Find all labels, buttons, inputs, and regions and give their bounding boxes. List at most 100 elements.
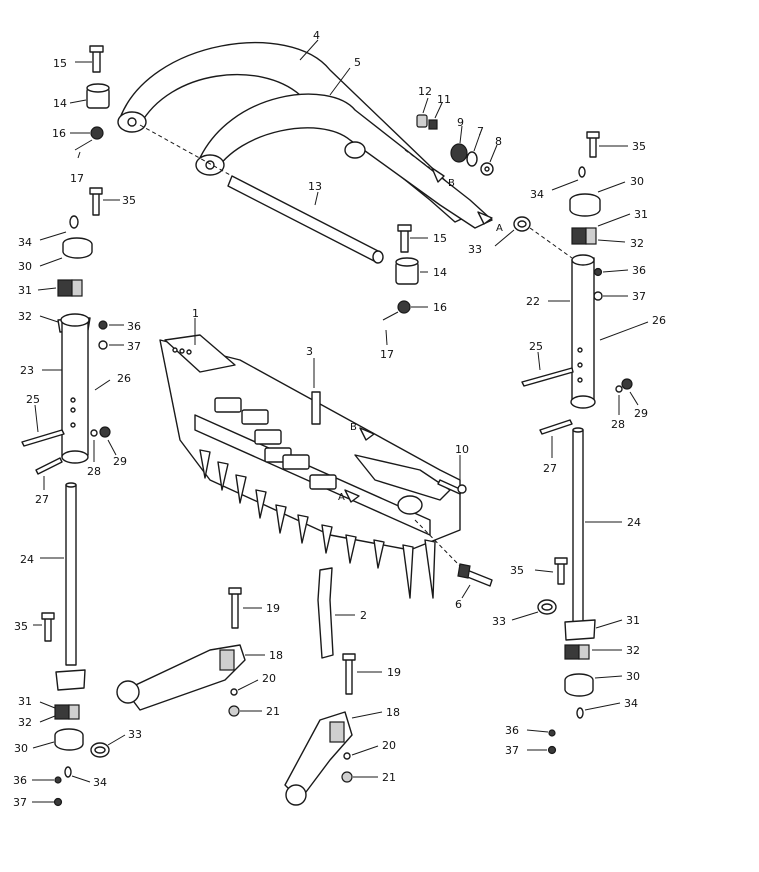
pin-26-left	[94, 379, 111, 391]
callout-9: 9	[457, 116, 464, 129]
marker-b-frame: B	[350, 422, 357, 433]
callout-25: 25	[529, 340, 543, 353]
ring-33-lower-left	[90, 734, 126, 758]
bolt-25-right	[521, 351, 574, 387]
callout-19: 19	[266, 602, 280, 615]
bracket-32-lower-left	[39, 701, 80, 723]
callout-labels: 4 5 15 14 16 17 12 11 9 7 8 13 35 34 30 …	[13, 29, 666, 809]
callout-27: 27	[35, 493, 49, 506]
callout-34: 34	[93, 776, 107, 789]
callout-25: 25	[26, 393, 40, 406]
pin-17-left	[74, 139, 93, 159]
nut-37-upper-right	[593, 291, 628, 301]
bearing-9	[450, 125, 468, 163]
callout-32: 32	[626, 644, 640, 657]
callout-37: 37	[13, 796, 27, 809]
callout-21: 21	[266, 705, 280, 718]
bracket-32-upper-right	[597, 239, 626, 243]
nut-29-right	[621, 378, 639, 406]
callout-2: 2	[360, 609, 367, 622]
callout-20: 20	[382, 739, 396, 752]
spring-31-upper-right	[571, 213, 631, 245]
callout-34: 34	[624, 697, 638, 710]
tube-24-right	[572, 427, 622, 631]
pin-26-right	[599, 321, 649, 341]
grease-34-upper-right	[551, 166, 586, 191]
callout-35: 35	[632, 140, 646, 153]
bolt-6	[414, 519, 493, 599]
bolt-19-left	[228, 587, 262, 629]
callout-35: 35	[14, 620, 28, 633]
callout-5: 5	[354, 56, 361, 69]
callout-20: 20	[262, 672, 276, 685]
callout-36: 36	[13, 774, 27, 787]
callout-33: 33	[468, 243, 482, 256]
callout-23: 23	[20, 364, 34, 377]
callout-36: 36	[505, 724, 519, 737]
washer-28-left	[90, 429, 98, 462]
nut-37-lower-left	[32, 797, 63, 807]
nut-16-center	[397, 300, 428, 314]
callout-4: 4	[313, 29, 320, 42]
callout-18: 18	[386, 706, 400, 719]
callout-34: 34	[18, 236, 32, 249]
callout-28: 28	[87, 465, 101, 478]
bracket-32-lower-right	[564, 644, 622, 660]
callout-22: 22	[526, 295, 540, 308]
washer-28-right	[615, 385, 623, 415]
bolt-27-left	[35, 457, 63, 490]
callout-34: 34	[530, 188, 544, 201]
nut-21-right	[341, 771, 378, 783]
callout-16: 16	[52, 127, 66, 140]
washer-8	[480, 144, 498, 176]
nut-37-lower-right	[527, 745, 557, 755]
nut-29-left	[99, 426, 117, 456]
callout-26: 26	[117, 372, 131, 385]
callout-35: 35	[510, 564, 524, 577]
callout-37: 37	[632, 290, 646, 303]
bracket-lower-right	[564, 619, 623, 641]
callout-18: 18	[269, 649, 283, 662]
callout-19: 19	[387, 666, 401, 679]
tine-2	[317, 567, 355, 659]
callout-14: 14	[433, 266, 447, 279]
washer-36-lower-right	[526, 729, 556, 737]
clamp-30-upper-left	[39, 237, 93, 267]
callout-28: 28	[611, 418, 625, 431]
nut-21-left	[228, 705, 262, 717]
bolt-19-right	[342, 653, 382, 695]
callout-30: 30	[14, 742, 28, 755]
callout-30: 30	[630, 175, 644, 188]
callout-24: 24	[20, 553, 34, 566]
callout-31: 31	[626, 614, 640, 627]
alignment-markers: B A B A	[338, 178, 503, 503]
callout-29: 29	[634, 407, 648, 420]
arm-frame-5	[195, 67, 493, 229]
callout-3: 3	[306, 345, 313, 358]
spring-31-upper-left	[37, 279, 83, 297]
ring-33-upper-right	[494, 216, 573, 259]
callout-31: 31	[18, 284, 32, 297]
callout-29: 29	[113, 455, 127, 468]
tine-mounts-1	[214, 397, 337, 490]
callout-15: 15	[433, 232, 447, 245]
column-23	[42, 313, 90, 464]
callout-10: 10	[455, 443, 469, 456]
callout-17: 17	[70, 172, 84, 185]
arm-frame-4	[117, 39, 471, 223]
arrow-marker-b-top	[404, 149, 445, 183]
arrow-marker-a-top	[477, 211, 493, 225]
bolt-25-left	[21, 404, 65, 447]
washer-36-upper-right	[593, 267, 629, 277]
arm-18-right	[284, 711, 383, 806]
callout-33: 33	[128, 728, 142, 741]
bolt-35-lower-right	[534, 557, 568, 585]
washer-36-lower-left	[32, 776, 62, 784]
callout-31: 31	[634, 208, 648, 221]
callout-32: 32	[18, 310, 32, 323]
callout-8: 8	[495, 135, 502, 148]
callout-7: 7	[477, 125, 484, 138]
bolt-15-center	[397, 224, 428, 253]
callout-32: 32	[630, 237, 644, 250]
callout-6: 6	[455, 598, 462, 611]
